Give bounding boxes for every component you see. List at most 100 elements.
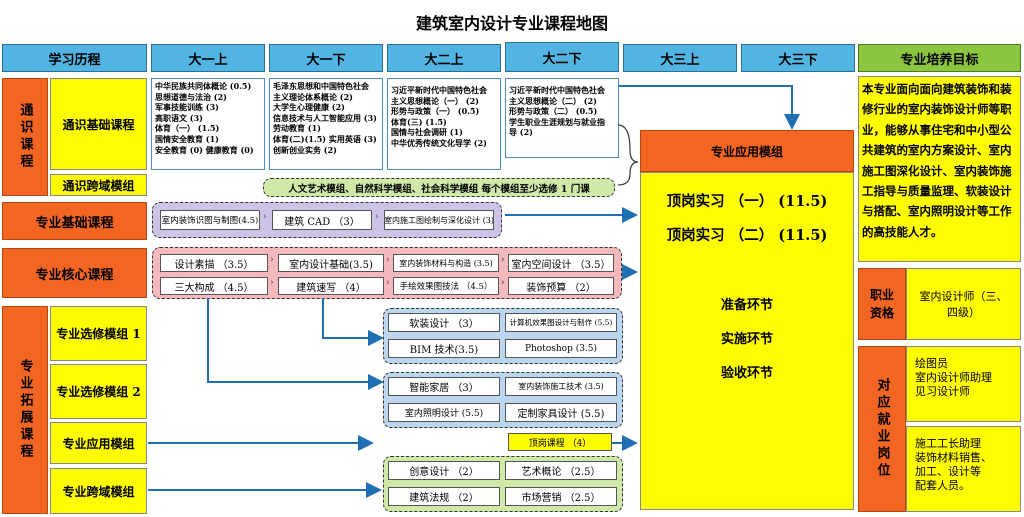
core-course: 室内设计基础(3.5): [278, 254, 384, 272]
course-line: 体育（一） (1.5): [155, 123, 220, 134]
course-line: 形势与政策（一） (0.5): [391, 106, 480, 117]
goal-text: 本专业面向面向建筑装饰和装修行业的室内装饰设计师等职业，能够从事住宅和中小型公共…: [858, 76, 1021, 262]
course-line: 习近平新时代中国特色社会: [509, 85, 605, 95]
core-course: 手绘效果图技法 （4.5）: [393, 277, 499, 295]
cross-course: 市场营销 （2.5）: [505, 487, 617, 506]
core-course: 设计素描 （3.5）: [160, 254, 268, 272]
elective1-label: 专业选修模组 1: [50, 306, 147, 361]
course-line: 劳动教育 (1): [273, 123, 321, 134]
job-item: 配套人员。: [915, 479, 970, 492]
arrow-icon: ›: [270, 278, 274, 288]
cross-course: 艺术概论 （2.5）: [505, 461, 617, 480]
elective1-course: 计算机效果图设计与制作 (5.5): [505, 313, 617, 332]
qualification-value: 室内设计师（三、四级）: [906, 268, 1021, 340]
job-item: 见习设计师: [915, 385, 970, 398]
arrow-core-to-elective1: [322, 298, 384, 346]
practice-header: 专业应用模组: [640, 130, 854, 172]
term-header-1: 大一上: [151, 44, 265, 72]
practice-item-2: 顶岗实习 （二） (11.5): [666, 227, 828, 244]
applied-course: 顶岗课程 （4）: [508, 433, 612, 451]
qualification-label-text: 职业资格: [869, 288, 894, 320]
term-header-2: 大一下: [269, 44, 383, 72]
course-line: 国情与社会调研 (1): [391, 127, 463, 138]
term-header-6: 大三下: [741, 44, 855, 72]
general-courses-term2: 毛泽东思想和中国特色社会 主义理论体系概论 (2) 大学生心理健康 (2) 信息…: [269, 78, 383, 170]
basic-course-2: 建筑 CAD （3）: [272, 210, 372, 230]
course-line: 安全教育 (0) 健康教育 (0): [155, 144, 254, 155]
course-line: 导 (2): [509, 127, 533, 138]
arrow-icon: ›: [386, 278, 390, 288]
general-courses-term4: 习近平新时代中国特色社会 主义思想概论（二） (2) 形势与政策（二） (0.5…: [505, 78, 619, 158]
cross-label: 专业跨域模组: [50, 468, 147, 514]
course-line: 形势与政策（二） (0.5): [509, 106, 598, 117]
general-basic-label: 通识基础课程: [50, 78, 147, 170]
jobs-group-2: 施工工长助理 装饰材料销售、 加工、设计等 配套人员。: [906, 426, 1021, 512]
general-cross-note: 人文艺术模组、自然科学模组、社会科学模组 每个模组至少选修 1 门课: [263, 178, 615, 197]
course-line: 主义思想概论（一） (2): [391, 95, 479, 106]
core-course: 室内空间设计 （3.5）: [508, 254, 614, 272]
course-line: 高职语文 (3): [155, 112, 203, 123]
practice-panel: [640, 172, 854, 510]
arrow-icon: ›: [501, 255, 505, 265]
elective2-course: 室内照明设计 (5.5): [388, 403, 500, 422]
course-line: 军事技能训练 (3): [155, 102, 219, 113]
course-line: 信息技术与人工智能应用 (3): [273, 112, 377, 123]
elective2-course: 室内装饰施工技术 (3.5): [505, 377, 617, 396]
practice-step-2: 实施环节: [720, 332, 773, 347]
general-courses-term1: 中华民族共同体概论 (0.5) 思想道德与法治 (2) 军事技能训练 (3) 高…: [151, 78, 265, 170]
term-header-3: 大二上: [387, 44, 501, 72]
cross-course: 建筑法规 （2）: [388, 487, 500, 506]
general-cross-label: 通识跨域模组: [50, 174, 147, 196]
job-item: 绘图员: [915, 357, 948, 370]
ext-group-label: 专业拓展课程: [2, 306, 48, 514]
course-line: 习近平新时代中国特色社会: [391, 85, 487, 95]
history-header: 学习历程: [2, 44, 147, 72]
course-line: 毛泽东思想和中国特色社会: [273, 81, 369, 91]
basic-course-3: 室内施工图绘制与深化设计 (3): [384, 210, 494, 230]
general-courses-term3: 习近平新时代中国特色社会 主义思想概论（一） (2) 形势与政策（一） (0.5…: [387, 78, 501, 170]
course-line: 创新创业实务 (2): [273, 144, 337, 155]
practice-item-1: 顶岗实习 （一） (11.5): [666, 193, 828, 210]
elective2-course: 智能家居 （3）: [388, 377, 500, 396]
jobs-label: 对应就业岗位: [858, 346, 906, 512]
course-line: 思想道德与法治 (2): [155, 91, 227, 102]
practice-step-1: 准备环节: [720, 298, 773, 313]
qualification-label: 职业资格: [858, 268, 906, 340]
course-line: 中华民族共同体概论 (0.5): [155, 81, 252, 91]
arrow-icon: ›: [501, 278, 505, 288]
brace-icon: [617, 124, 639, 186]
course-line: 国情安全教育 (1): [155, 133, 219, 144]
general-group-label: 通识课程: [2, 78, 48, 196]
basic-course-1: 室内装饰识图与制图(4.5): [160, 210, 260, 230]
elective1-course: Photoshop (3.5): [505, 339, 617, 358]
course-line: 学生职业生涯规划与就业指: [509, 116, 605, 127]
elective2-label: 专业选修模组 2: [50, 364, 147, 419]
major-basic-label: 专业基础课程: [2, 202, 147, 240]
core-course: 室内装饰材料与构造 (3.5): [393, 254, 499, 272]
arrow-icon: ›: [263, 212, 267, 222]
course-line: 中华优秀传统文化导学 (2): [391, 137, 487, 148]
arrow-core-to-elective2: [207, 298, 384, 390]
course-line: 大学生心理健康 (2): [273, 102, 345, 113]
course-line: 主义思想概论（二） (2): [509, 95, 597, 106]
job-item: 加工、设计等: [915, 465, 981, 478]
core-course: 三大构成 （4.5）: [160, 277, 268, 295]
elective1-course: BIM 技术(3.5): [388, 339, 500, 358]
course-line: 体育(三) (1.5): [391, 116, 447, 127]
jobs-group-1: 绘图员 室内设计师助理 见习设计师: [906, 346, 1021, 422]
elective2-course: 定制家具设计 (5.5): [505, 403, 617, 422]
page-title: 建筑室内设计专业课程地图: [415, 14, 608, 33]
arrow-icon: ›: [386, 255, 390, 265]
core-course: 装饰预算 （2）: [508, 277, 614, 295]
arrow-general-to-practice: [619, 85, 800, 130]
jobs-label-text: 对应就业岗位: [874, 378, 890, 480]
ext-group-text: 专业拓展课程: [17, 359, 33, 461]
general-group-text: 通识课程: [17, 103, 33, 171]
arrow-icon: ›: [270, 255, 274, 265]
core-course: 建筑速写 （4）: [278, 277, 384, 295]
job-item: 施工工长助理: [915, 437, 981, 450]
term-header-5: 大三上: [623, 44, 737, 72]
course-line: 主义理论体系概论 (2): [273, 91, 353, 102]
applied-label: 专业应用模组: [50, 422, 147, 464]
goal-header: 专业培养目标: [858, 44, 1021, 72]
